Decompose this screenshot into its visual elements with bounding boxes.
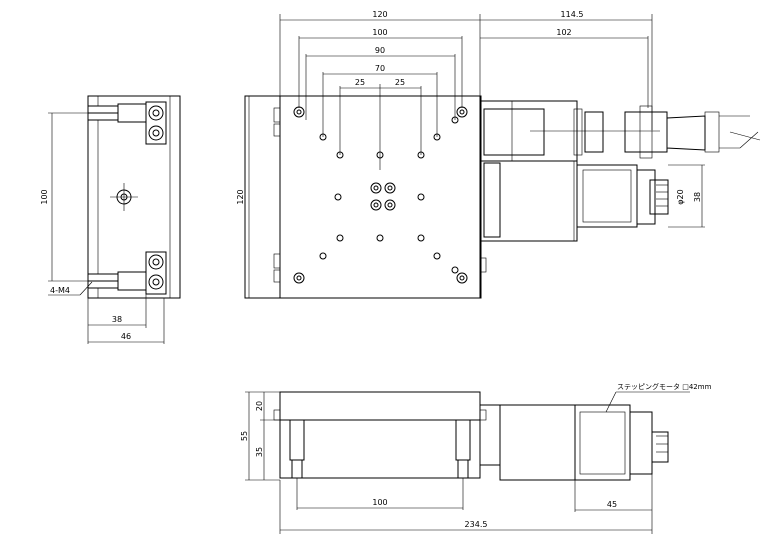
dim-side-height-35: 35: [255, 447, 264, 457]
dim-motor-len-38: 38: [693, 192, 702, 202]
dim-bottom-motor-45: 45: [607, 500, 617, 509]
dim-pitch-25a: 25: [355, 78, 365, 87]
mounting-holes: [293, 106, 468, 284]
gearbox-side: [499, 404, 576, 481]
dim-pitch-70: 70: [375, 64, 385, 73]
dim-pitch-90: 90: [375, 46, 385, 55]
bottom-screw-block: [145, 251, 167, 295]
dim-left-height-100: 100: [40, 189, 49, 204]
dim-bottom-overall: 234.5: [465, 520, 488, 529]
motor-housing-lower: [480, 160, 578, 242]
left-view-outline: [87, 95, 181, 299]
left-side-view: 100 4-M4 38 46: [40, 95, 181, 344]
dim-motor-dia: φ20: [676, 189, 685, 204]
dim-side-height-55: 55: [240, 431, 249, 441]
dim-pitch-102: 102: [556, 28, 571, 37]
cable-connector: [624, 111, 668, 153]
top-plan-view: 120 114.5 100 102 90 70 25 25 120: [236, 10, 761, 299]
stepper-motor-side: [574, 404, 631, 481]
dim-4-m4: 4-M4: [50, 286, 70, 295]
dim-width-1145: 114.5: [561, 10, 584, 19]
motor-note: ステッピングモータ □42mm: [617, 382, 712, 391]
stage-side-outline: [279, 391, 481, 479]
connector-knob: [584, 111, 604, 153]
dim-pitch-100: 100: [372, 28, 387, 37]
dim-bottom-pitch-100: 100: [372, 498, 387, 507]
dim-side-height-20: 20: [255, 401, 264, 411]
bottom-side-view: ステッピングモータ □42mm 55 20 35 100 45 234.5: [240, 382, 712, 534]
top-screw-block: [145, 101, 167, 145]
dim-pitch-25b: 25: [395, 78, 405, 87]
dim-left-width-46: 46: [121, 332, 131, 341]
dim-left-width-38: 38: [112, 315, 122, 324]
stepper-motor-top: [576, 164, 638, 228]
dim-width-120: 120: [372, 10, 387, 19]
dim-height-120: 120: [236, 189, 245, 204]
